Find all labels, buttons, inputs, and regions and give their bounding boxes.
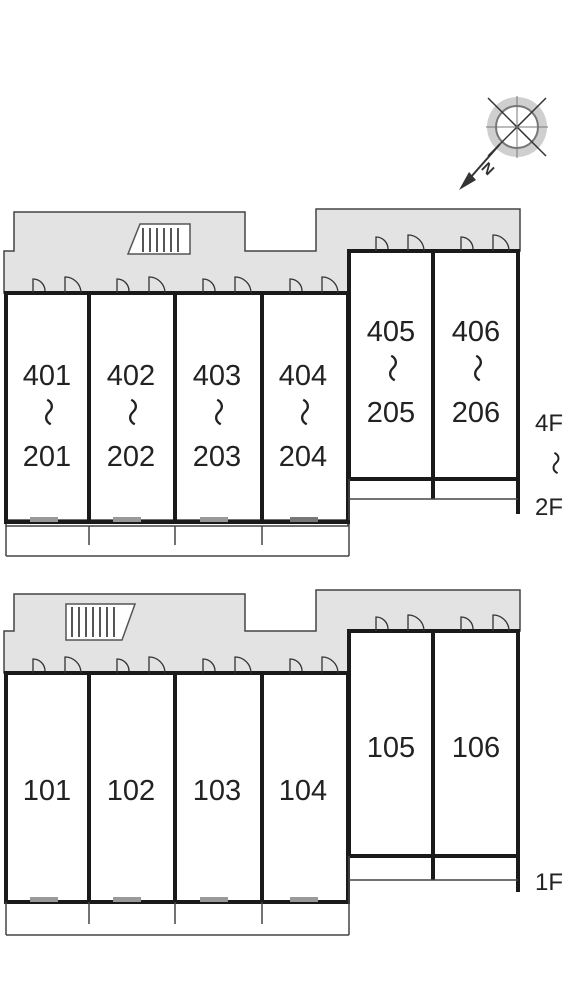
unit-104: 104 — [279, 775, 327, 807]
stair-icon — [65, 603, 137, 641]
lower-floor-plan: 101 102 103 104 105 106 1F — [3, 589, 563, 936]
unit-number-bottom: 204 — [279, 441, 327, 473]
floor-label-lower: 1F — [535, 869, 563, 896]
unit-number-bottom: 206 — [452, 397, 500, 429]
unit-separator: 〜 — [460, 353, 492, 382]
unit-number-bottom: 201 — [23, 441, 71, 473]
door-icon — [32, 234, 510, 294]
floor-label-separator: 〜 — [541, 451, 568, 475]
unit-102: 102 — [107, 775, 155, 807]
unit-separator: 〜 — [31, 397, 63, 426]
stair-icon — [126, 223, 191, 255]
unit-402-202: 402 〜 202 — [107, 360, 155, 473]
unit-404-204: 404 〜 204 — [279, 360, 327, 473]
floor-label-bottom: 2F — [535, 494, 563, 521]
unit-separator: 〜 — [287, 397, 319, 426]
unit-number-top: 403 — [193, 360, 241, 392]
floor-label-top: 4F — [535, 410, 563, 437]
unit-separator: 〜 — [201, 397, 233, 426]
unit-405-205: 405 〜 205 — [367, 316, 415, 429]
unit-number-top: 402 — [107, 360, 155, 392]
unit-separator: 〜 — [375, 353, 407, 382]
unit-number-bottom: 203 — [193, 441, 241, 473]
unit-401-201: 401 〜 201 — [23, 360, 71, 473]
unit-number-top: 406 — [452, 316, 500, 348]
unit-number-top: 401 — [23, 360, 71, 392]
unit-406-206: 406 〜 206 — [452, 316, 500, 429]
unit-separator: 〜 — [115, 397, 147, 426]
unit-106: 106 — [452, 732, 500, 764]
compass-icon: N — [459, 96, 548, 190]
unit-403-203: 403 〜 203 — [193, 360, 241, 473]
unit-101: 101 — [23, 775, 71, 807]
upper-floor-plan: 401 〜 201 402 〜 202 403 〜 203 404 〜 204 … — [3, 208, 568, 557]
unit-number-top: 404 — [279, 360, 327, 392]
unit-number-bottom: 202 — [107, 441, 155, 473]
unit-105: 105 — [367, 732, 415, 764]
door-icon — [32, 614, 510, 674]
unit-number-top: 405 — [367, 316, 415, 348]
compass-label: N — [478, 159, 498, 179]
unit-103: 103 — [193, 775, 241, 807]
floor-label-upper: 4F 〜 2F — [535, 410, 568, 521]
unit-number-bottom: 205 — [367, 397, 415, 429]
